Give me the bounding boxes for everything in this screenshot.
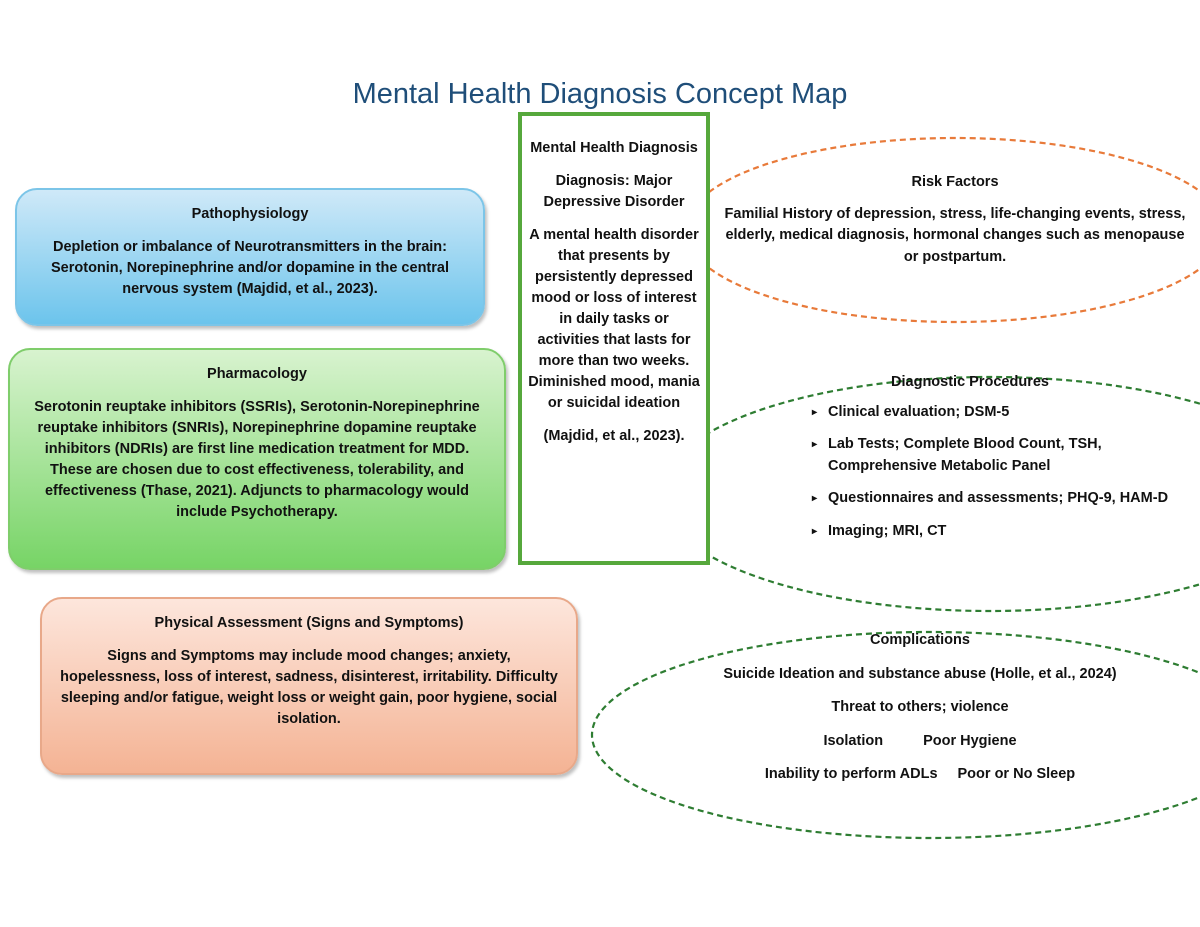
complications-node: Complications Suicide Ideation and subst… (640, 630, 1200, 798)
central-diagnosis-box: Mental Health Diagnosis Diagnosis: Major… (518, 112, 710, 565)
complication-sleep: Poor or No Sleep (957, 766, 1076, 782)
complication-isolation: Isolation (823, 732, 884, 749)
bullet-icon: ▸ (812, 439, 818, 450)
risk-factors-body: Familial History of depression, stress, … (724, 205, 1186, 265)
pharmacology-heading: Pharmacology (207, 366, 307, 382)
physical-assessment-box: Physical Assessment (Signs and Symptoms)… (40, 597, 578, 775)
list-item: ▸Questionnaires and assessments; PHQ-9, … (800, 488, 1180, 510)
bullet-icon: ▸ (812, 525, 818, 537)
pathophysiology-box: Pathophysiology Depletion or imbalance o… (15, 188, 485, 326)
list-item: ▸Lab Tests; Complete Blood Count, TSH, C… (812, 436, 1102, 474)
pathophysiology-body: Depletion or imbalance of Neurotransmitt… (51, 239, 449, 297)
complications-line-3: Isolation Poor Hygiene (640, 731, 1200, 753)
central-description: A mental health disorder that presents b… (528, 227, 700, 411)
physical-assessment-heading: Physical Assessment (Signs and Symptoms) (154, 615, 464, 631)
central-citation: (Majdid, et al., 2023). (543, 428, 685, 444)
complication-poor-hygiene: Poor Hygiene (923, 732, 1017, 749)
page-title: Mental Health Diagnosis Concept Map (352, 78, 848, 110)
list-item: ▸Imaging; MRI, CT (800, 521, 1180, 543)
central-label: Mental Health Diagnosis (530, 140, 698, 156)
complications-line-4: Inability to perform ADLs Poor or No Slee… (640, 764, 1200, 786)
bullet-icon: ▸ (812, 406, 818, 418)
complications-line-1: Suicide Ideation and substance abuse (Ho… (723, 665, 1117, 682)
central-diagnosis: Diagnosis: Major Depressive Disorder (543, 173, 685, 210)
complication-adls: Inability to perform ADLs (764, 766, 938, 782)
pathophysiology-heading: Pathophysiology (191, 206, 309, 222)
pharmacology-body: Serotonin reuptake inhibitors (SSRIs), S… (34, 399, 480, 520)
physical-assessment-body: Signs and Symptoms may include mood chan… (60, 648, 558, 727)
diagnostic-heading: Diagnostic Procedures (891, 374, 1049, 390)
diagnostic-list: ▸Clinical evaluation; DSM-5 ▸Lab Tests; … (800, 402, 1180, 543)
risk-factors-heading: Risk Factors (911, 174, 999, 190)
pharmacology-box: Pharmacology Serotonin reuptake inhibito… (8, 348, 506, 570)
complications-ellipse (591, 630, 1200, 840)
bullet-icon: ▸ (812, 493, 818, 504)
complications-heading: Complications (870, 632, 970, 648)
list-item: ▸Clinical evaluation; DSM-5 (800, 402, 1180, 424)
complications-line-2: Threat to others; violence (831, 699, 1009, 715)
diagnostic-procedures-node: Diagnostic Procedures ▸Clinical evaluati… (800, 372, 1180, 553)
risk-factors-node: Risk Factors Familial History of depress… (720, 172, 1190, 268)
